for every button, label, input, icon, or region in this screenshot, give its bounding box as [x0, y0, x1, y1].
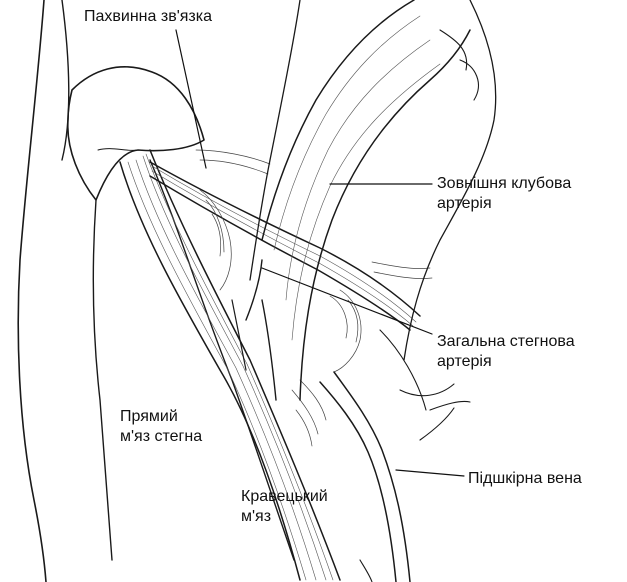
label-common-femoral-line1: Загальна стегнова: [437, 332, 575, 352]
label-rectus-femoris-line1: Прямий: [120, 407, 202, 427]
body-contour-left: [18, 0, 46, 582]
rectus-femoris-outline: [93, 200, 112, 560]
label-rectus-femoris-line2: м'яз стегна: [120, 427, 202, 447]
inguinal-ligament-bottom: [150, 176, 410, 330]
label-rectus-femoris: Прямий м'яз стегна: [120, 407, 202, 447]
label-common-femoral-artery: Загальна стегнова артерія: [437, 332, 575, 372]
label-saphenous-vein: Підшкірна вена: [468, 469, 582, 489]
label-sartorius-line2: м'яз: [241, 507, 328, 527]
leader-inguinal-ligament: [176, 30, 206, 168]
label-external-iliac-line1: Зовнішня клубова: [437, 174, 571, 194]
leader-saphenous-vein: [396, 470, 464, 476]
label-sartorius-line1: Кравецький: [241, 487, 328, 507]
label-inguinal-ligament-text: Пахвинна зв'язка: [84, 7, 212, 27]
saphenous-vein-right: [334, 372, 410, 582]
label-sartorius: Кравецький м'яз: [241, 487, 328, 527]
label-external-iliac-line2: артерія: [437, 194, 571, 214]
label-saphenous-vein-text: Підшкірна вена: [468, 469, 582, 489]
label-external-iliac-artery: Зовнішня клубова артерія: [437, 174, 571, 214]
label-inguinal-ligament: Пахвинна зв'язка: [84, 7, 212, 27]
saphenous-vein-left: [320, 382, 396, 582]
label-common-femoral-line2: артерія: [437, 352, 575, 372]
common-femoral-artery: [246, 260, 276, 400]
